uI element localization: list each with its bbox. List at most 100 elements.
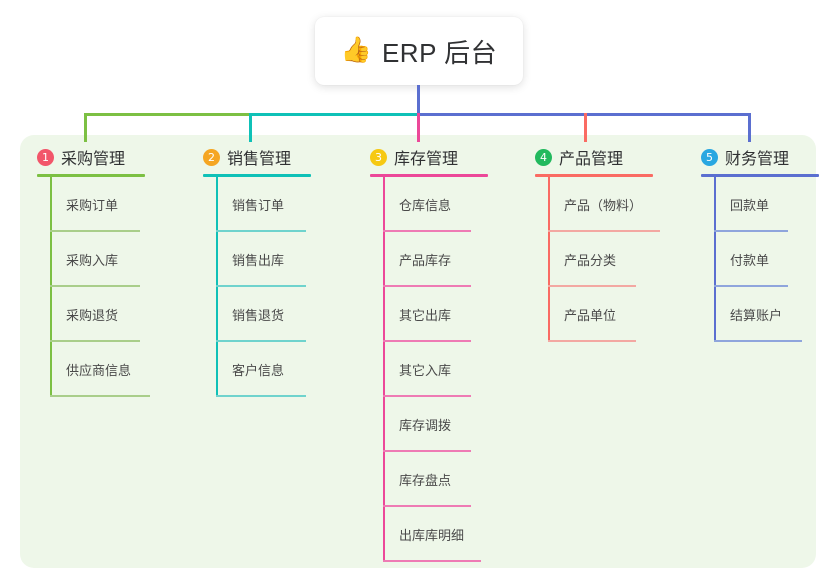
column-items: 采购订单采购入库采购退货供应商信息 [50, 177, 150, 397]
list-item[interactable]: 客户信息 [216, 342, 311, 397]
list-item-rule [383, 560, 481, 562]
drop-line-5 [748, 113, 751, 142]
list-item-label: 结算账户 [730, 308, 783, 323]
list-item-label: 产品分类 [564, 253, 617, 268]
list-item[interactable]: 出库库明细 [383, 507, 488, 562]
column-title: 库存管理 [394, 151, 459, 168]
root-title: ERP 后台 [381, 37, 498, 68]
diagram-panel [20, 135, 816, 568]
list-item-label: 供应商信息 [66, 363, 132, 378]
column-5: 5 财务管理回款单付款单结算账户 [701, 146, 819, 342]
column-rule [37, 174, 145, 177]
list-item-label: 其它入库 [399, 363, 452, 378]
list-item[interactable]: 采购入库 [50, 232, 145, 287]
thumbs-up-icon: 👍 [340, 35, 372, 64]
list-item-rule [714, 340, 802, 342]
root-node[interactable]: 👍 ERP 后台 [315, 17, 523, 85]
list-item-rule [216, 395, 306, 397]
list-item-rule [714, 230, 788, 232]
list-item-label: 付款单 [730, 253, 770, 268]
list-item[interactable]: 采购订单 [50, 177, 145, 232]
list-item-rule [383, 450, 471, 452]
column-header-3[interactable]: 3 库存管理 [370, 146, 488, 168]
list-item-label: 产品单位 [564, 308, 617, 323]
list-item-label: 回款单 [730, 198, 770, 213]
list-item-label: 销售退货 [232, 308, 285, 323]
list-item-rule [548, 285, 636, 287]
drop-line-4 [584, 113, 587, 142]
column-header-4[interactable]: 4 产品管理 [535, 146, 653, 168]
list-item-label: 产品（物料） [564, 198, 643, 213]
list-item-rule [216, 230, 306, 232]
list-item-label: 其它出库 [399, 308, 452, 323]
drop-line-3 [417, 113, 420, 142]
list-item-label: 出库库明细 [399, 528, 465, 543]
list-item-label: 采购退货 [66, 308, 119, 323]
list-item[interactable]: 其它出库 [383, 287, 488, 342]
list-item[interactable]: 付款单 [714, 232, 819, 287]
root-stem-line [417, 85, 420, 115]
list-item[interactable]: 供应商信息 [50, 342, 150, 397]
list-item-rule [548, 340, 636, 342]
column-1: 1 采购管理采购订单采购入库采购退货供应商信息 [37, 146, 150, 397]
list-item-rule [50, 395, 150, 397]
list-item[interactable]: 产品库存 [383, 232, 488, 287]
list-item-label: 采购订单 [66, 198, 119, 213]
list-item[interactable]: 销售订单 [216, 177, 311, 232]
list-item-rule [50, 285, 140, 287]
column-number-badge: 3 [370, 148, 387, 166]
column-rule [203, 174, 311, 177]
column-4: 4 产品管理产品（物料） 产品分类产品单位 [535, 146, 660, 342]
column-spine-line [216, 177, 218, 397]
list-item[interactable]: 其它入库 [383, 342, 488, 397]
drop-line-2 [249, 113, 252, 142]
list-item[interactable]: 销售出库 [216, 232, 311, 287]
list-item-label: 客户信息 [232, 363, 285, 378]
list-item[interactable]: 产品单位 [548, 287, 653, 342]
column-rule [535, 174, 653, 177]
drop-line-1 [84, 113, 87, 142]
column-header-5[interactable]: 5 财务管理 [701, 146, 819, 168]
column-title: 采购管理 [61, 151, 126, 168]
list-item-label: 库存调拨 [399, 418, 452, 433]
list-item[interactable]: 结算账户 [714, 287, 819, 342]
list-item-rule [50, 230, 140, 232]
list-item[interactable]: 回款单 [714, 177, 819, 232]
column-spine-line [50, 177, 52, 397]
column-number-badge: 1 [37, 148, 54, 166]
list-item[interactable]: 产品（物料） [548, 177, 660, 232]
list-item-rule [216, 340, 306, 342]
list-item-rule [383, 395, 471, 397]
column-items: 回款单付款单结算账户 [714, 177, 819, 342]
column-3: 3 库存管理仓库信息产品库存其它出库其它入库库存调拨库存盘点出库库明细 [370, 146, 488, 562]
list-item[interactable]: 产品分类 [548, 232, 653, 287]
column-number-badge: 4 [535, 148, 552, 166]
bus-segment-2 [249, 113, 419, 116]
list-item-rule [383, 505, 471, 507]
column-title: 财务管理 [725, 151, 790, 168]
column-header-1[interactable]: 1 采购管理 [37, 146, 145, 168]
list-item-label: 仓库信息 [399, 198, 452, 213]
column-rule [701, 174, 819, 177]
list-item[interactable]: 销售退货 [216, 287, 311, 342]
column-number-badge: 2 [203, 148, 220, 166]
column-number-badge: 5 [701, 148, 718, 166]
list-item-rule [216, 285, 306, 287]
list-item[interactable]: 库存盘点 [383, 452, 488, 507]
column-spine-line [383, 177, 385, 562]
column-items: 产品（物料） 产品分类产品单位 [548, 177, 660, 342]
list-item-rule [548, 230, 660, 232]
column-rule [370, 174, 488, 177]
list-item[interactable]: 采购退货 [50, 287, 145, 342]
list-item[interactable]: 仓库信息 [383, 177, 488, 232]
column-title: 产品管理 [559, 151, 624, 168]
list-item-label: 库存盘点 [399, 473, 452, 488]
list-item-label: 销售出库 [232, 253, 285, 268]
list-item-label: 销售订单 [232, 198, 285, 213]
column-items: 仓库信息产品库存其它出库其它入库库存调拨库存盘点出库库明细 [383, 177, 488, 562]
list-item[interactable]: 库存调拨 [383, 397, 488, 452]
column-spine-line [714, 177, 716, 342]
